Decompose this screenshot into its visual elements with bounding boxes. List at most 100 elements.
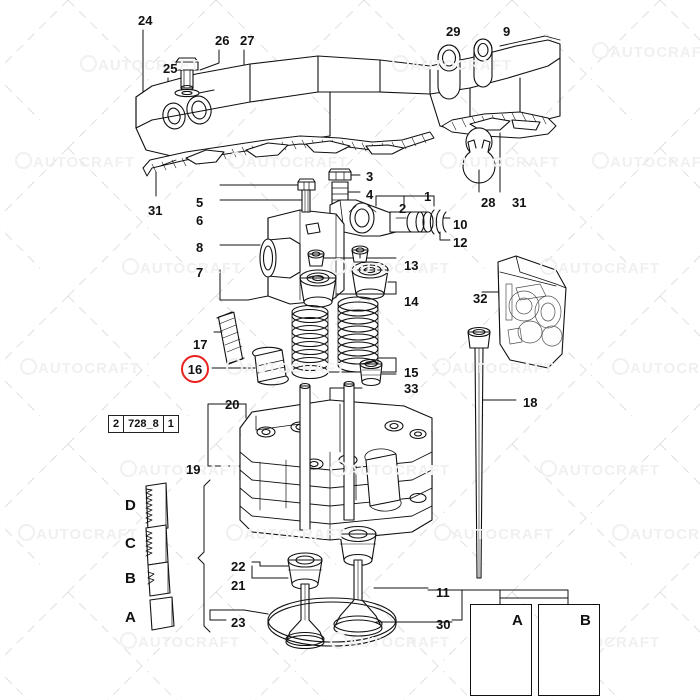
valve-box-connector [461, 589, 569, 605]
cover-ports-25 [162, 89, 215, 130]
callout-11[interactable]: 11 [436, 585, 450, 600]
watermark-ring-icon [440, 152, 457, 169]
callout-31[interactable]: 31 [148, 203, 163, 218]
callout-13[interactable]: 13 [404, 258, 419, 273]
callout-5[interactable]: 5 [196, 195, 204, 210]
callout-28[interactable]: 28 [481, 195, 496, 210]
gasket-kit-32 [481, 255, 567, 369]
bolt-26 [175, 57, 199, 92]
watermark-text: AUTOCRAFT [98, 57, 201, 74]
watermark-text: AUTOCRAFT [458, 154, 561, 171]
callout-14[interactable]: 14 [404, 294, 419, 309]
watermark-ring-icon [612, 524, 629, 541]
part-16-sleeve [211, 346, 289, 386]
shaft-washers-1-10-12 [403, 195, 451, 241]
watermark-ring-icon [434, 524, 451, 541]
part-number-left: 2 [109, 416, 125, 432]
callout-15[interactable]: 15 [404, 365, 419, 380]
valve-guide-17 [213, 311, 245, 365]
leader-26 [199, 49, 220, 71]
watermark-ring-icon [228, 152, 245, 169]
watermark-text: AUTOCRAFT [244, 526, 347, 543]
callout-12[interactable]: 12 [453, 235, 468, 250]
watermark-text: AUTOCRAFT [348, 260, 451, 277]
valve-variant-box-B[interactable] [538, 604, 600, 696]
watermark-text: AUTOCRAFT [348, 462, 451, 479]
callout-21[interactable]: 21 [231, 578, 246, 593]
watermark-ring-icon [540, 460, 557, 477]
callout-29[interactable]: 29 [446, 24, 461, 39]
valve-variant-label-A: A [512, 612, 523, 629]
shim-letter-C: C [125, 535, 136, 552]
shim-set [145, 479, 211, 633]
watermark-ring-icon [15, 152, 32, 169]
clip-28 [462, 127, 496, 193]
watermark-ring-icon [434, 358, 451, 375]
callout-2[interactable]: 2 [399, 201, 407, 216]
callout-22[interactable]: 22 [231, 559, 246, 574]
watermark: AUTOCRAFT [612, 524, 700, 543]
callout-24[interactable]: 24 [138, 13, 153, 28]
watermark-text: AUTOCRAFT [36, 526, 139, 543]
callout-8[interactable]: 8 [196, 240, 204, 255]
watermark: AUTOCRAFT [540, 460, 660, 479]
valve-variant-box-A[interactable] [470, 604, 532, 696]
callout-6[interactable]: 6 [196, 213, 204, 228]
valve-seal-22 [251, 552, 323, 590]
shim-letter-A: A [125, 609, 136, 626]
callout-33[interactable]: 33 [404, 381, 419, 396]
callout-18[interactable]: 18 [523, 395, 538, 410]
gasket-31-left [142, 131, 435, 197]
callout-20[interactable]: 20 [225, 397, 240, 412]
watermark: AUTOCRAFT [80, 55, 200, 74]
callout-23[interactable]: 23 [231, 615, 246, 630]
callout-19[interactable]: 19 [186, 462, 201, 477]
callout-32[interactable]: 32 [473, 291, 488, 306]
watermark-ring-icon [592, 152, 609, 169]
watermark: AUTOCRAFT [592, 152, 700, 171]
callout-31[interactable]: 31 [512, 195, 527, 210]
watermark-ring-icon [120, 632, 137, 649]
callout-17[interactable]: 17 [193, 337, 208, 352]
watermark-ring-icon [226, 524, 243, 541]
watermark-text: AUTOCRAFT [38, 360, 141, 377]
callout-4[interactable]: 4 [366, 187, 374, 202]
valve-seal-21 [251, 525, 377, 579]
callout-30[interactable]: 30 [436, 617, 451, 632]
watermark-text: AUTOCRAFT [452, 526, 555, 543]
watermark-text: AUTOCRAFT [140, 260, 243, 277]
watermark-text: AUTOCRAFT [630, 360, 700, 377]
nut-3 [328, 168, 361, 181]
callout-7[interactable]: 7 [196, 265, 204, 280]
watermark-ring-icon [592, 42, 609, 59]
watermark: AUTOCRAFT [330, 632, 450, 651]
watermark: AUTOCRAFT [18, 524, 138, 543]
watermark-ring-icon [392, 55, 409, 72]
callout-26[interactable]: 26 [215, 33, 230, 48]
callout-9[interactable]: 9 [503, 24, 511, 39]
watermark: AUTOCRAFT [226, 358, 346, 377]
watermark-text: AUTOCRAFT [33, 154, 136, 171]
callout-10[interactable]: 10 [453, 217, 468, 232]
shim-letter-D: D [125, 497, 136, 514]
part-number-middle: 728_8 [124, 416, 164, 432]
callout-1[interactable]: 1 [424, 189, 432, 204]
watermark: AUTOCRAFT [226, 524, 346, 543]
callout-25[interactable]: 25 [163, 61, 178, 76]
highlighted-callout-16[interactable]: 16 [181, 355, 209, 383]
watermark-text: AUTOCRAFT [410, 57, 513, 74]
rocker-pedestal-7-8 [219, 209, 345, 305]
watermark-text: AUTOCRAFT [610, 154, 700, 171]
head-bolt-18 [467, 326, 517, 579]
watermark-ring-icon [330, 258, 347, 275]
callout-3[interactable]: 3 [366, 169, 374, 184]
valve-variant-label-B: B [580, 612, 591, 629]
callout-27[interactable]: 27 [240, 33, 255, 48]
cylinder-head-19 [207, 387, 433, 541]
watermark: AUTOCRAFT [330, 460, 450, 479]
watermark-text: AUTOCRAFT [558, 462, 661, 479]
retainers-13 [307, 245, 397, 267]
